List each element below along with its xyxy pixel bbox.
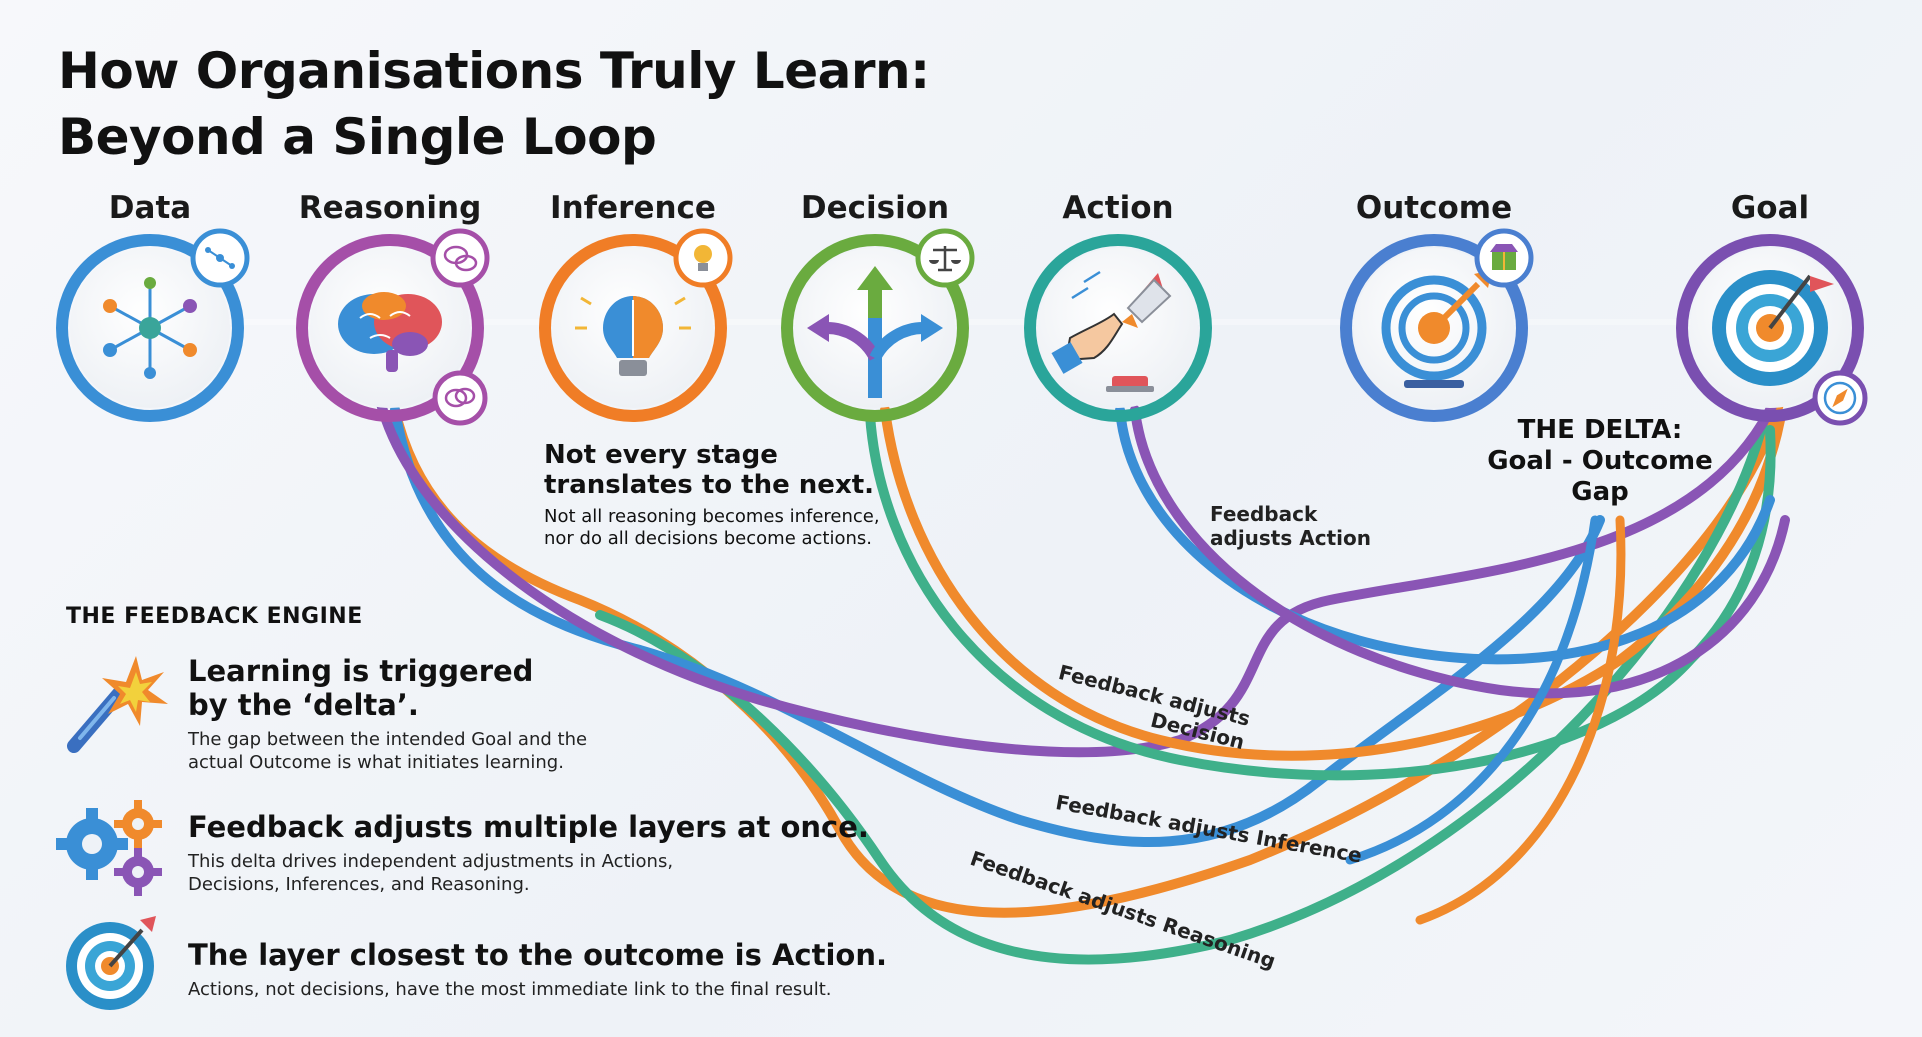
- delta-label: THE DELTA: Goal - Outcome Gap: [1487, 415, 1713, 507]
- title-line-1: How Organisations Truly Learn:: [58, 42, 930, 100]
- engine-point-layers: Feedback adjusts multiple layers at once…: [188, 810, 869, 895]
- stage-label-action: Action: [1062, 190, 1174, 226]
- page-title: How Organisations Truly Learn: Beyond a …: [58, 38, 930, 170]
- loop-delta-blue: [1345, 515, 1600, 865]
- stage-label-reasoning: Reasoning: [298, 190, 482, 226]
- brain-lightbulb-icon: [575, 296, 691, 376]
- loop-reasoning-blue: [390, 405, 1605, 848]
- stage-label-decision: Decision: [800, 190, 950, 226]
- target-arrow-icon: [1381, 270, 1492, 388]
- network-nodes-icon: [103, 277, 197, 379]
- lightbulb-icon: [673, 228, 733, 288]
- loop-delta-orange: [1415, 515, 1626, 925]
- stage-disc-outcome: [1340, 228, 1534, 422]
- note-headline: Not every stage translates to the next.: [544, 440, 875, 500]
- stage-label-outcome: Outcome: [1355, 190, 1513, 226]
- loop-action-blue: [1115, 405, 1775, 665]
- magic-wand-spark-icon: [67, 656, 168, 753]
- engine-point-action: The layer closest to the outcome is Acti…: [188, 938, 887, 1000]
- stage-translation-note: Not every stage translates to the next. …: [544, 440, 924, 550]
- note-body: Not all reasoning becomes inference, nor…: [544, 506, 880, 549]
- title-line-2: Beyond a Single Loop: [58, 108, 657, 166]
- feedback-action-label: Feedback adjusts Action: [1210, 502, 1371, 550]
- engine-point-delta: Learning is triggered by the ‘delta’. Th…: [188, 654, 588, 773]
- target-icon: [66, 916, 156, 1010]
- gears-icon: [56, 800, 162, 896]
- stage-disc-data: [56, 228, 250, 422]
- stage-label-inference: Inference: [550, 190, 716, 226]
- stage-disc-decision: [781, 228, 975, 422]
- hand-pressing-button-rocket-icon: [1051, 270, 1172, 392]
- compass-icon: [1812, 370, 1868, 426]
- stage-disc-reasoning: [296, 228, 490, 426]
- target-flag-icon: [1712, 270, 1834, 386]
- stage-label-data: Data: [108, 190, 192, 226]
- loop-reasoning-green: [595, 410, 1770, 965]
- brain-icon: [338, 292, 442, 372]
- diverging-arrows-icon: [807, 266, 943, 398]
- feedback-engine-title: THE FEEDBACK ENGINE: [66, 604, 363, 629]
- loop-action-purple: [1130, 405, 1790, 699]
- box-icon: [1474, 228, 1534, 288]
- brain-small-badge-icon: [432, 370, 488, 426]
- scales-icon: [915, 228, 975, 288]
- stage-disc-goal: [1676, 234, 1868, 426]
- stage-label-goal: Goal: [1730, 190, 1810, 226]
- loop-decision-orange: [880, 405, 1785, 761]
- stage-disc-inference: [539, 228, 733, 422]
- loop-decision-green: [865, 410, 1776, 781]
- feedback-loops: [375, 395, 1790, 965]
- speech-bubbles-icon: [430, 228, 490, 288]
- network-badge-icon: [190, 228, 250, 288]
- stage-disc-action: [1024, 234, 1212, 422]
